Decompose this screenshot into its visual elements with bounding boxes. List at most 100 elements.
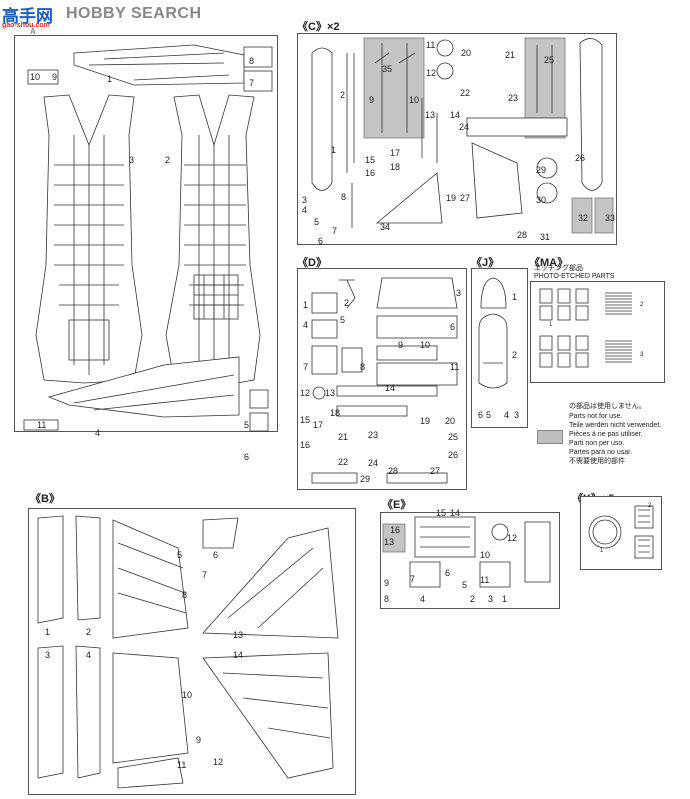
- part-c19-label: 19: [446, 193, 457, 203]
- part-c21-label: 21: [505, 50, 516, 60]
- part-j1-label: 1: [512, 292, 518, 302]
- part-b1-label: 1: [45, 627, 51, 637]
- part-d6-label: 6: [450, 322, 456, 332]
- sprue-b-drawing: [37, 515, 339, 789]
- part-a6-label: 6: [244, 452, 250, 462]
- section-ma-label: 《MA》: [529, 257, 569, 269]
- part-c28-label: 28: [517, 230, 528, 240]
- part-c30-label: 30: [536, 195, 547, 205]
- part-j3-label: 3: [514, 410, 520, 420]
- part-c14-label: 14: [450, 110, 461, 120]
- part-c12-label: 12: [426, 68, 437, 78]
- sprue-a-drawing: [23, 44, 273, 432]
- part-b5-label: 5: [177, 550, 183, 560]
- sprue-e-drawing: [382, 516, 551, 588]
- part-d28-label: 28: [388, 466, 399, 476]
- part-d29-label: 29: [360, 474, 371, 484]
- part-d17-label: 17: [313, 420, 324, 430]
- part-c16-label: 16: [365, 168, 376, 178]
- part-c6-label: 6: [318, 236, 324, 246]
- part-d1-label: 1: [303, 300, 309, 310]
- part-d9-label: 9: [398, 340, 404, 350]
- legend-de: Teile werden nicht verwendet.: [569, 422, 662, 429]
- part-k2-label: 2: [648, 503, 652, 509]
- part-e8-label: 8: [384, 594, 390, 604]
- part-e1-label: 1: [502, 594, 508, 604]
- sprue-ma-drawing: [539, 288, 632, 368]
- part-b3-label: 3: [45, 650, 51, 660]
- part-a8-label: 8: [249, 56, 255, 66]
- part-c25-label: 25: [544, 55, 555, 65]
- part-c34-label: 34: [380, 222, 391, 232]
- part-c26-label: 26: [575, 153, 586, 163]
- part-d25-label: 25: [448, 432, 459, 442]
- legend-fr: Pièces à ne pas utiliser.: [569, 431, 643, 438]
- part-a1-label: 1: [107, 74, 113, 84]
- part-b14-label: 14: [233, 650, 244, 660]
- part-a3-label: 3: [129, 155, 135, 165]
- part-ma2-label: 2: [640, 302, 644, 308]
- part-d21-label: 21: [338, 432, 349, 442]
- part-d2-label: 2: [344, 298, 350, 308]
- legend-zh: 不需要使用的部件: [569, 458, 625, 465]
- part-e12-label: 12: [507, 533, 518, 543]
- part-d16-label: 16: [300, 440, 311, 450]
- sprue-c-drawing: [311, 37, 614, 234]
- part-b2-label: 2: [86, 627, 92, 637]
- watermark-title: HOBBY SEARCH: [66, 5, 202, 22]
- part-d26-label: 26: [448, 450, 459, 460]
- sprue-j-drawing: [478, 277, 508, 389]
- part-e16-label: 16: [390, 525, 401, 535]
- part-a7-label: 7: [249, 78, 255, 88]
- part-e6-label: 6: [445, 568, 451, 578]
- part-d7-label: 7: [303, 362, 309, 372]
- part-e13-label: 13: [384, 537, 395, 547]
- part-e4-label: 4: [420, 594, 426, 604]
- part-c29-label: 29: [536, 165, 547, 175]
- sprue-k-drawing: [588, 505, 654, 559]
- part-d13-label: 13: [325, 388, 336, 398]
- part-a5-label: 5: [244, 420, 250, 430]
- part-c4-label: 4: [302, 205, 308, 215]
- part-d19-label: 19: [420, 416, 431, 426]
- part-d12-label: 12: [300, 388, 311, 398]
- part-c1-label: 1: [331, 145, 337, 155]
- part-c27-label: 27: [460, 193, 471, 203]
- part-c8-label: 8: [341, 192, 347, 202]
- part-c7-label: 7: [332, 226, 338, 236]
- part-c15-label: 15: [365, 155, 376, 165]
- part-a9-label: 9: [52, 72, 58, 82]
- watermark-logo-text: 高手网: [2, 7, 53, 27]
- part-e11-label: 11: [480, 575, 490, 585]
- part-e7-label: 7: [410, 574, 416, 584]
- part-d15-label: 15: [300, 415, 311, 425]
- part-c2-label: 2: [340, 90, 346, 100]
- part-d18-label: 18: [330, 408, 341, 418]
- part-d8-label: 8: [360, 362, 366, 372]
- part-c18-label: 18: [390, 162, 401, 172]
- part-e10-label: 10: [480, 550, 491, 560]
- part-c24-label: 24: [459, 122, 470, 132]
- part-e14-label: 14: [450, 508, 461, 518]
- part-b11-label: 11: [177, 760, 187, 770]
- part-c31-label: 31: [540, 232, 551, 242]
- part-b13-label: 13: [233, 630, 244, 640]
- part-j5-label: 5: [486, 410, 492, 420]
- part-c13-label: 13: [425, 110, 436, 120]
- part-c33-label: 33: [605, 213, 616, 223]
- sprue-d-drawing: [311, 277, 458, 484]
- part-ma1-label: 1: [549, 322, 553, 328]
- part-ma3-label: 3: [640, 352, 644, 358]
- part-c23-label: 23: [508, 93, 519, 103]
- part-a4-label: 4: [95, 428, 101, 438]
- part-b8-label: 8: [182, 590, 188, 600]
- photo-etched-jp: エッチング部品: [534, 265, 583, 272]
- part-e5-label: 5: [462, 580, 468, 590]
- part-j6-label: 6: [478, 410, 484, 420]
- part-c3-label: 3: [302, 195, 308, 205]
- photo-etched-en: PHOTO-ETCHED PARTS: [534, 273, 615, 280]
- part-d4-label: 4: [303, 320, 309, 330]
- part-c5-label: 5: [314, 217, 320, 227]
- section-d-label: 《D》: [297, 257, 327, 269]
- section-b-label: 《B》: [30, 493, 60, 505]
